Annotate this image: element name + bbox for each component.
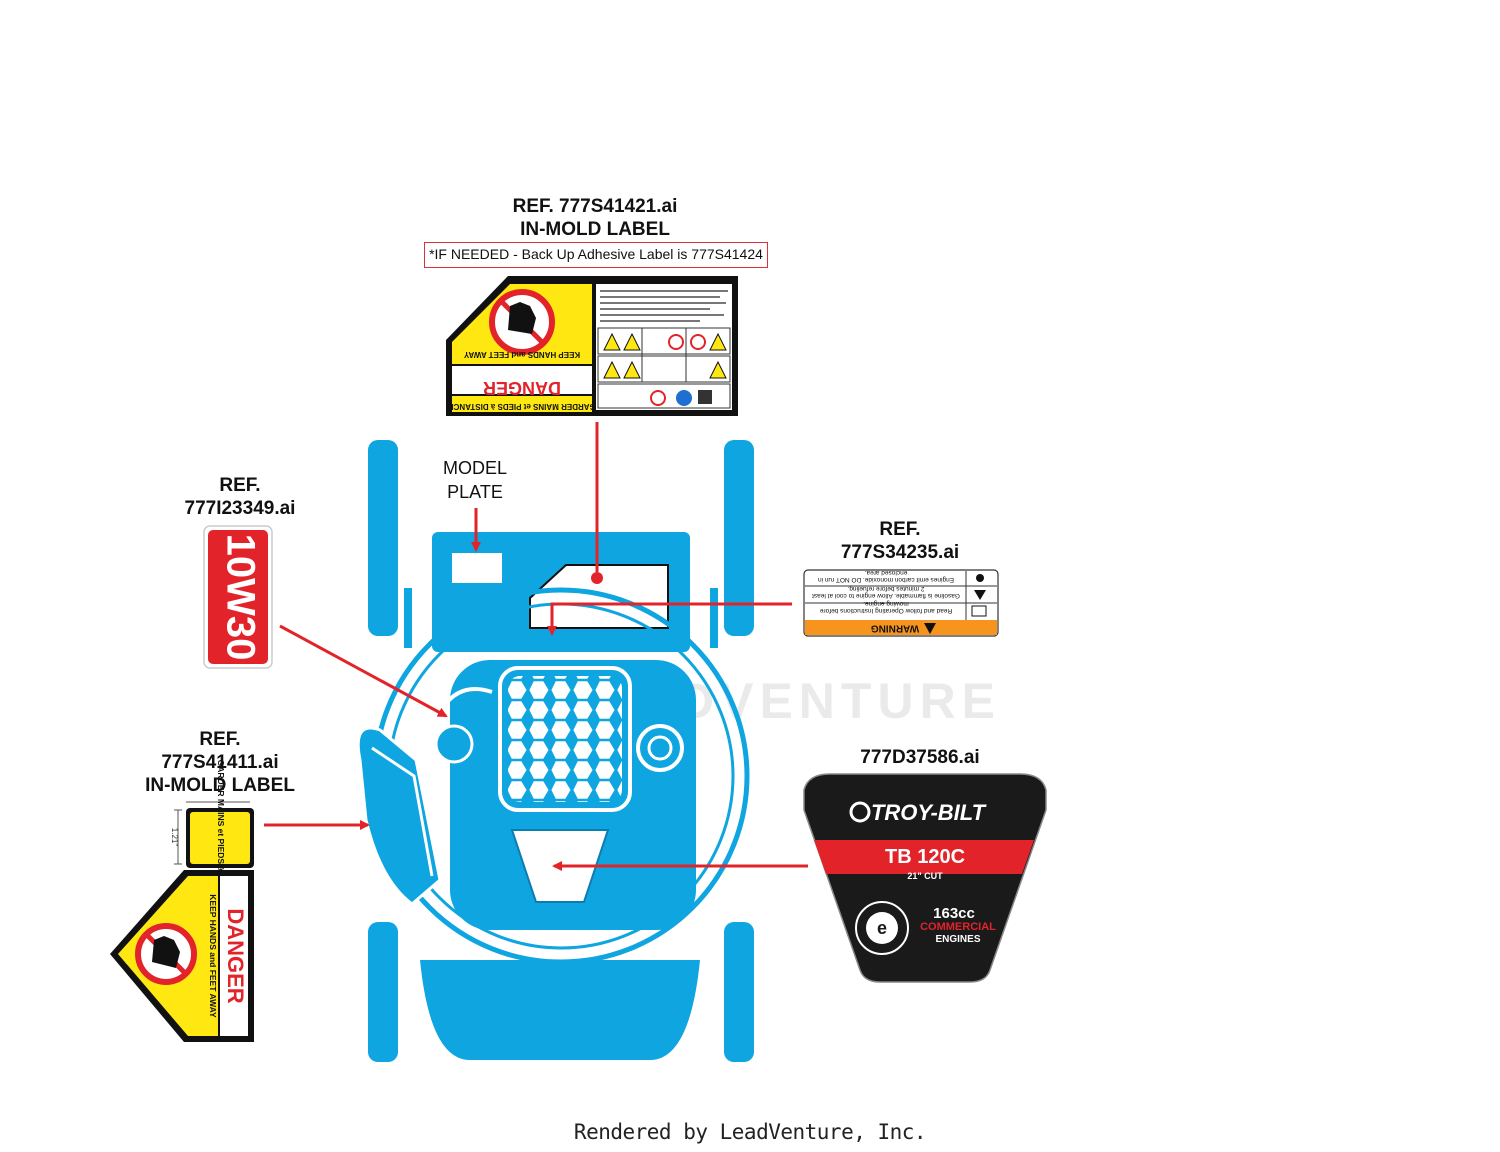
left-danger-decal: 1.21" GARDER MAINS et PIEDS à DISTANCE D…	[110, 760, 254, 1042]
warning-header: WARNING	[871, 622, 920, 633]
dimension-text: 1.21"	[170, 828, 179, 847]
brand-cut: 21" CUT	[907, 871, 943, 881]
warning-line2: mowing engine.	[863, 600, 909, 607]
brand-commercial: COMMERCIAL	[920, 921, 996, 933]
discharge-chute	[358, 728, 440, 904]
left-danger-sub: KEEP HANDS and FEET AWAY	[208, 894, 218, 1018]
brand-decal: TROY-BILT TB 120C 21" CUT e 163cc COMMER…	[804, 774, 1046, 982]
footer-credit: Rendered by LeadVenture, Inc.	[0, 1120, 1500, 1144]
air-filter-grille	[508, 676, 622, 802]
front-deck	[420, 960, 700, 1060]
warning-line5: Engines emit carbon monoxide. DO NOT run…	[818, 576, 954, 583]
top-danger-sub: KEEP HANDS and FEET AWAY	[463, 350, 580, 359]
warning-line6: enclosed area.	[864, 569, 907, 576]
oil-decal-text: 10W30	[218, 534, 262, 661]
top-danger-decal: DANGER KEEP HANDS and FEET AWAY GARDER M…	[446, 276, 738, 416]
model-plate	[452, 553, 502, 583]
arrow-oil	[280, 626, 446, 716]
top-danger-fr: GARDER MAINS et PIEDS à DISTANCE	[448, 402, 596, 411]
brand-cc: 163cc	[933, 905, 975, 922]
oil-decal: 10W30	[204, 526, 272, 668]
top-danger-word: DANGER	[483, 378, 561, 398]
left-danger-word: DANGER	[223, 908, 248, 1003]
warning-line4: 2 minutes before refueling.	[847, 585, 924, 592]
brand-model: TB 120C	[885, 846, 965, 868]
warning-line3: Gasoline is flammable. Allow engine to c…	[812, 592, 960, 599]
rear-left-wheel	[368, 440, 398, 636]
rear-right-wheel	[724, 440, 754, 636]
warning-line1: Read and follow Operating Instructions b…	[819, 607, 952, 614]
front-left-wheel	[368, 922, 398, 1062]
oil-cap	[436, 726, 472, 762]
brand-engines: ENGINES	[935, 934, 980, 945]
svg-text:e: e	[877, 918, 887, 938]
warning-decal: WARNING Read and follow Operating Instru…	[804, 569, 998, 636]
brand-name: TROY-BILT	[871, 800, 987, 825]
front-right-wheel	[724, 922, 754, 1062]
engine	[436, 660, 696, 930]
